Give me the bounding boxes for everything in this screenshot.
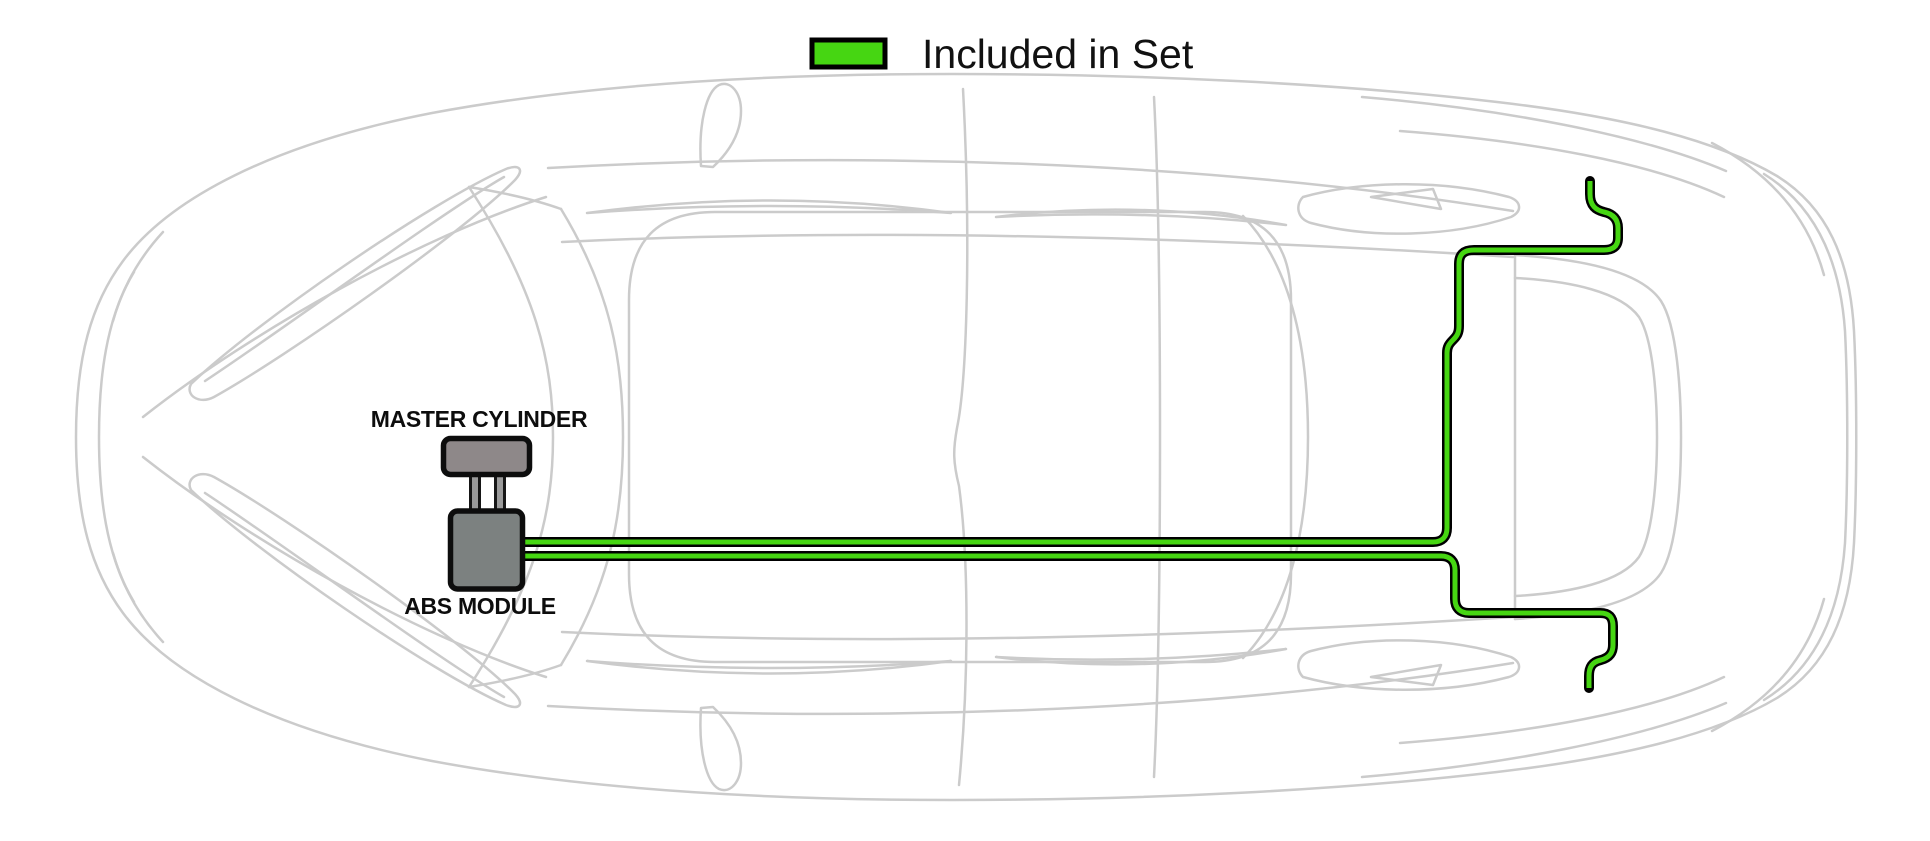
front-corner-seam-top bbox=[111, 230, 165, 323]
brake-line-upper-rear bbox=[523, 181, 1618, 542]
car-body-outline bbox=[74, 72, 1858, 802]
side-window-sliver-front-top bbox=[585, 199, 953, 215]
side-mirror-bottom bbox=[699, 705, 743, 792]
brake-line-upper-outline bbox=[523, 181, 1618, 542]
abs-module-box bbox=[447, 508, 526, 592]
taillight-top-detail bbox=[1369, 187, 1443, 211]
side-window-sliver-rear-top bbox=[994, 208, 1288, 227]
roof-front-edge-arc bbox=[559, 207, 625, 667]
abs-module-label: ABS MODULE bbox=[404, 593, 556, 619]
c-pillar-seam bbox=[1152, 95, 1162, 779]
rear-deck-line-top-outer bbox=[1360, 95, 1728, 173]
beltline-top-inner bbox=[560, 233, 1515, 259]
rear-corner-seam-top bbox=[1710, 141, 1826, 277]
rear-window-inner bbox=[1513, 276, 1659, 598]
hood-crease-top bbox=[141, 195, 548, 419]
beltline-bottom-inner bbox=[560, 615, 1515, 641]
master-cylinder-box bbox=[440, 435, 533, 478]
headlight-top-inner-line bbox=[203, 175, 506, 383]
master-cylinder-label: MASTER CYLINDER bbox=[371, 406, 588, 432]
rear-deck-line-bottom-inner bbox=[1398, 675, 1726, 745]
side-mirror-top bbox=[699, 82, 743, 169]
front-corner-seam-bottom bbox=[111, 551, 165, 644]
taillight-bottom-detail bbox=[1369, 663, 1443, 687]
headlight-top bbox=[188, 165, 522, 402]
front-bumper-inner-line bbox=[97, 270, 136, 604]
rear-glass-front-arc bbox=[1241, 214, 1310, 660]
car-outline bbox=[74, 72, 1858, 802]
master-cylinder-pipe-right bbox=[494, 470, 506, 516]
legend-label: Included in Set bbox=[922, 31, 1194, 77]
master-cylinder-pipe-left bbox=[469, 470, 481, 516]
roof-panel bbox=[627, 210, 1293, 664]
a-pillar-top bbox=[467, 185, 563, 211]
rear-window-outer bbox=[1513, 253, 1683, 621]
taillight-bottom bbox=[1297, 639, 1521, 691]
b-pillar-seam bbox=[953, 87, 969, 787]
legend: Included in Set bbox=[809, 31, 1194, 77]
rear-deck-line-bottom-outer bbox=[1360, 701, 1728, 779]
headlight-bottom bbox=[188, 472, 522, 709]
windshield-cowl-arc bbox=[467, 185, 555, 689]
brake-line-upper-core bbox=[523, 181, 1618, 542]
rear-bumper-inner-line bbox=[1762, 172, 1849, 702]
side-window-sliver-rear-bottom bbox=[994, 647, 1288, 666]
beltline-bottom-outer bbox=[546, 661, 1515, 716]
beltline-top-outer bbox=[546, 158, 1515, 213]
a-pillar-bottom bbox=[467, 663, 563, 689]
rear-deck-line-top-inner bbox=[1398, 129, 1726, 199]
taillight-top bbox=[1297, 183, 1521, 235]
legend-swatch bbox=[809, 37, 888, 70]
side-window-sliver-front-bottom bbox=[585, 659, 953, 675]
rear-corner-seam-bottom bbox=[1710, 597, 1826, 733]
